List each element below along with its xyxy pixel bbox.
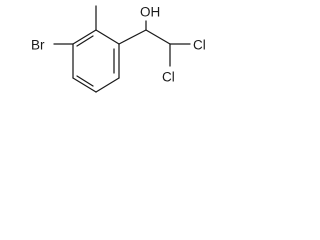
chemical-structure: Br OH Cl Cl <box>31 5 206 93</box>
chlorine-upper-label: Cl <box>193 38 206 53</box>
hydroxyl-label: OH <box>140 5 160 20</box>
ring-bond-c6-c1 <box>72 29 97 45</box>
chlorine-lower-label: Cl <box>162 70 175 85</box>
bromine-label: Br <box>31 38 45 53</box>
ring-bond-c4-c5 <box>72 77 97 93</box>
ring-bond-c1-c2 <box>95 29 120 45</box>
ring-to-carbinol-bond <box>118 29 147 45</box>
ring-bond-c3-c4 <box>95 77 120 93</box>
carbinol-to-dichloromethyl-bond <box>145 29 171 45</box>
ring-double-bond-inner <box>76 75 94 87</box>
ring-double-bond-inner <box>76 35 94 47</box>
